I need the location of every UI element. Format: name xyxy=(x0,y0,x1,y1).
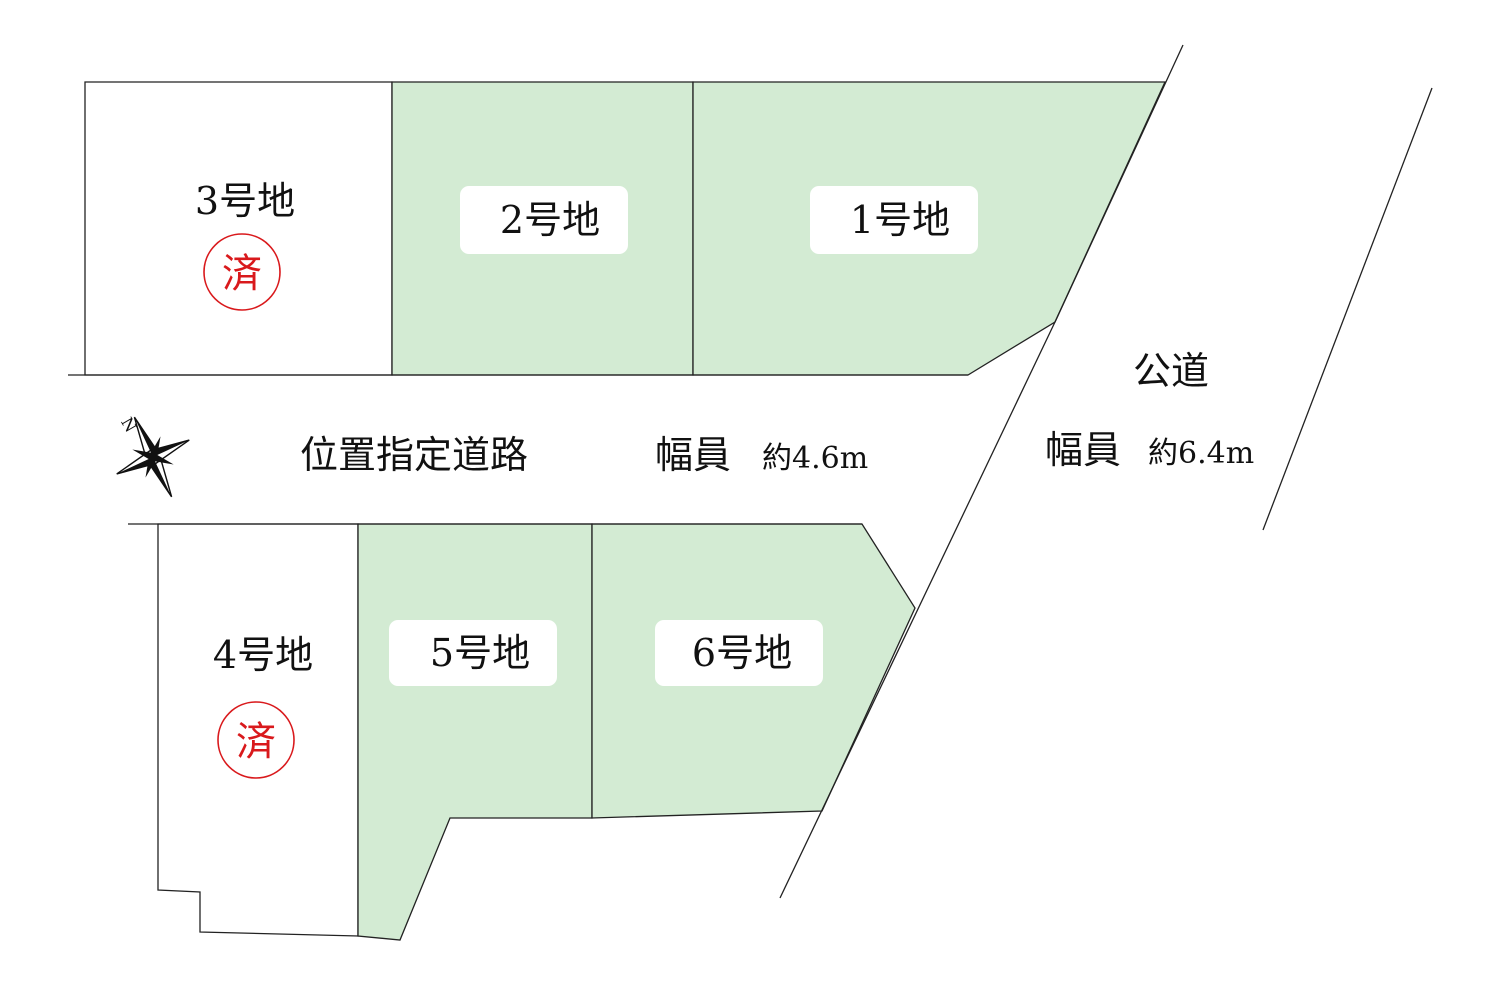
lot-5-label: 5号地 xyxy=(430,631,530,675)
compass-rose-icon: N xyxy=(116,414,190,498)
compass-north-label: N xyxy=(117,414,140,436)
private-road-width-label: 幅員 xyxy=(655,433,731,477)
lot-5-label-box xyxy=(389,620,557,686)
lot-4-label: 4号地 xyxy=(213,633,313,677)
public-road-name: 公道 xyxy=(1133,349,1209,393)
lot-5-parcel[interactable] xyxy=(357,523,593,941)
lot-2-label-box xyxy=(460,186,628,254)
lot-3-label: 3号地 xyxy=(195,179,295,223)
lot-1-label: 1号地 xyxy=(850,198,950,242)
public-road-west-edge-lower xyxy=(779,321,1056,899)
lot-6-label-box xyxy=(655,620,823,686)
lot-3-sold-stamp: 済 xyxy=(203,233,281,311)
private-road-name: 位置指定道路 xyxy=(300,433,528,477)
public-road-east-edge xyxy=(1262,87,1433,531)
lot-6-label: 6号地 xyxy=(692,631,792,675)
public-road-width-value: 約6.4m xyxy=(1148,436,1254,471)
lot-3-parcel[interactable] xyxy=(84,81,393,376)
public-road-west-edge-upper xyxy=(1054,44,1184,323)
private-road-width-value: 約4.6m xyxy=(762,441,868,476)
lot-2-label: 2号地 xyxy=(500,198,600,242)
svg-text:済: 済 xyxy=(222,251,262,297)
lot-1-label-box xyxy=(810,186,978,254)
lot-4-sold-stamp: 済 xyxy=(217,701,295,779)
svg-text:済: 済 xyxy=(236,719,276,765)
public-road-width-label: 幅員 xyxy=(1045,428,1121,472)
